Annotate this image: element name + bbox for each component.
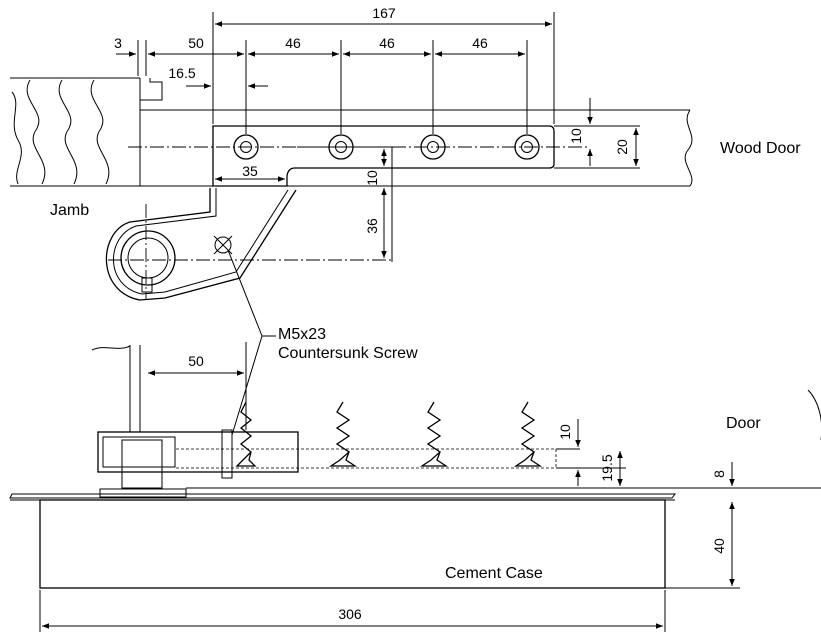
section-view	[9, 249, 821, 632]
dim-40: 40	[711, 538, 727, 554]
dim-10-side: 10	[557, 424, 573, 440]
extension-lines-section	[39, 342, 740, 632]
screw-callout-leader	[227, 249, 276, 436]
jamb-break-line	[91, 345, 131, 351]
jamb-block	[10, 77, 163, 187]
dim-16-5: 16.5	[168, 65, 195, 81]
pivot-body-plan	[105, 188, 392, 301]
dim-50-side: 50	[188, 353, 204, 369]
dim-35: 35	[242, 163, 258, 179]
dim-3: 3	[114, 35, 122, 51]
dim-10-right: 10	[568, 128, 584, 144]
dim-10-mid: 10	[364, 170, 380, 186]
dim-46-b: 46	[379, 35, 395, 51]
labels: Jamb Wood Door Door Cement Case M5x23 Co…	[50, 140, 801, 582]
door-label: Door	[726, 415, 761, 432]
dimension-lines-section	[42, 370, 735, 629]
dim-20: 20	[614, 139, 630, 155]
pivot-arm-plan	[128, 125, 590, 187]
wood-door-plan	[140, 109, 693, 187]
dim-8: 8	[711, 470, 727, 478]
cement-case-label: Cement Case	[445, 565, 543, 582]
dim-19-5: 19.5	[599, 454, 615, 481]
screw-type-label: Countersunk Screw	[278, 345, 418, 362]
dim-50-top: 50	[188, 35, 204, 51]
screws	[235, 401, 543, 467]
extension-lines-plan	[137, 12, 640, 262]
dim-46-a: 46	[285, 35, 301, 51]
jamb-label: Jamb	[50, 202, 89, 219]
dim-167: 167	[372, 5, 396, 21]
dimension-values: 3 50 167 46 46 46 16.5 35 10 20 10 36 50…	[114, 5, 727, 622]
door-section	[9, 389, 821, 501]
cement-case	[39, 499, 666, 589]
dim-306: 306	[338, 606, 362, 622]
dimension-lines-plan	[116, 21, 639, 258]
plan-view	[10, 12, 693, 301]
dim-36: 36	[364, 218, 380, 234]
pivot-housing	[97, 429, 557, 498]
screw-size-label: M5x23	[278, 326, 326, 343]
dim-46-c: 46	[472, 35, 488, 51]
wood-door-label: Wood Door	[720, 140, 801, 157]
